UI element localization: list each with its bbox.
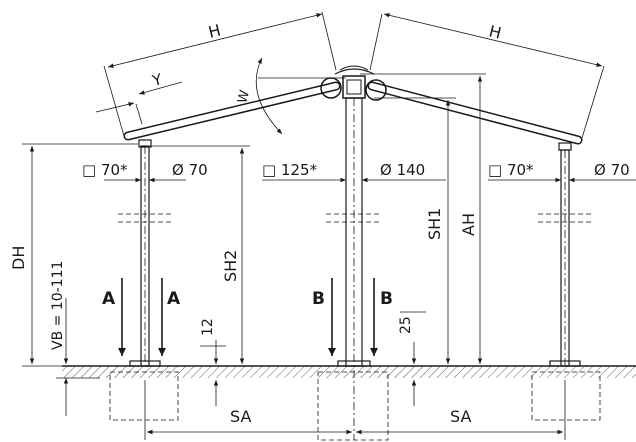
label-sh1: SH1	[425, 208, 444, 240]
ground	[62, 365, 636, 441]
foundation-right	[531, 371, 601, 421]
post-center	[337, 97, 371, 440]
label-a-2: A	[167, 289, 181, 309]
foundation-center	[317, 371, 389, 441]
label-b-1: B	[312, 289, 325, 309]
label-sa-left: SA	[230, 407, 251, 426]
label-dh: DH	[9, 246, 28, 270]
break-marks	[118, 213, 592, 223]
label-right-diameter: Ø 70	[594, 161, 630, 179]
label-12: 12	[200, 318, 216, 336]
foundation-left	[109, 371, 179, 421]
dimension-lines	[22, 11, 636, 440]
label-25: 25	[398, 316, 414, 334]
label-h-right: H	[487, 21, 503, 42]
roof-beams	[123, 65, 583, 145]
label-left-square: □ 70*	[82, 161, 128, 179]
label-ah: AH	[459, 213, 478, 236]
post-right	[549, 142, 581, 367]
label-sa-right: SA	[450, 407, 471, 426]
label-h-left: H	[206, 21, 222, 42]
labels: H H Y W DH VB = 10-111 SH2 SH1 AH 12 25 …	[9, 21, 630, 426]
label-right-square: □ 70*	[488, 161, 534, 179]
load-arrows	[118, 278, 378, 356]
label-a-1: A	[102, 289, 116, 309]
label-y: Y	[150, 70, 165, 90]
label-sh2: SH2	[221, 250, 240, 282]
label-vb: VB = 10-111	[50, 261, 66, 350]
post-left	[129, 139, 161, 367]
label-center-diameter: Ø 140	[380, 161, 425, 179]
label-w: W	[235, 89, 253, 105]
label-b-2: B	[380, 289, 393, 309]
label-left-diameter: Ø 70	[172, 161, 208, 179]
label-center-square: □ 125*	[262, 161, 318, 179]
